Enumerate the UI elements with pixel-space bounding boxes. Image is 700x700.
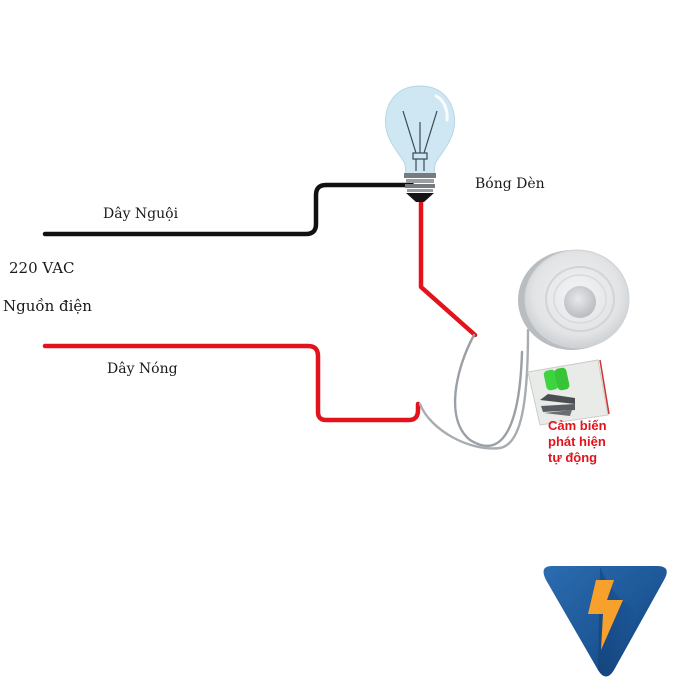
lightning-bolt-icon bbox=[588, 580, 623, 650]
sensor-label-line2: phát hiện bbox=[548, 434, 606, 449]
neutral-wire-label: Dây Nguội bbox=[103, 206, 179, 222]
bulb-tip bbox=[406, 193, 434, 202]
power-source-label: Nguồn điện bbox=[3, 297, 92, 315]
neutral-wire bbox=[42, 182, 415, 237]
light-bulb bbox=[384, 85, 456, 202]
sensor-cable-2 bbox=[418, 328, 530, 450]
brand-logo bbox=[543, 566, 667, 677]
sensor-label-line3: tự động bbox=[548, 450, 597, 465]
live-wire-label: Dây Nóng bbox=[107, 361, 178, 377]
bulb-label: Bóng Dèn bbox=[475, 176, 545, 192]
accessory-bag bbox=[527, 359, 610, 426]
sensor-lens bbox=[564, 286, 596, 318]
live-wire-in bbox=[42, 343, 421, 423]
sensor-label-line1: Cảm biến bbox=[548, 418, 607, 433]
bulb-base-band bbox=[404, 173, 436, 178]
bulb-filament bbox=[402, 110, 438, 171]
sensor-cable-1 bbox=[453, 333, 524, 447]
motion-sensor bbox=[518, 249, 630, 350]
live-wire-out bbox=[418, 199, 478, 338]
voltage-label: 220 VAC bbox=[9, 259, 75, 277]
